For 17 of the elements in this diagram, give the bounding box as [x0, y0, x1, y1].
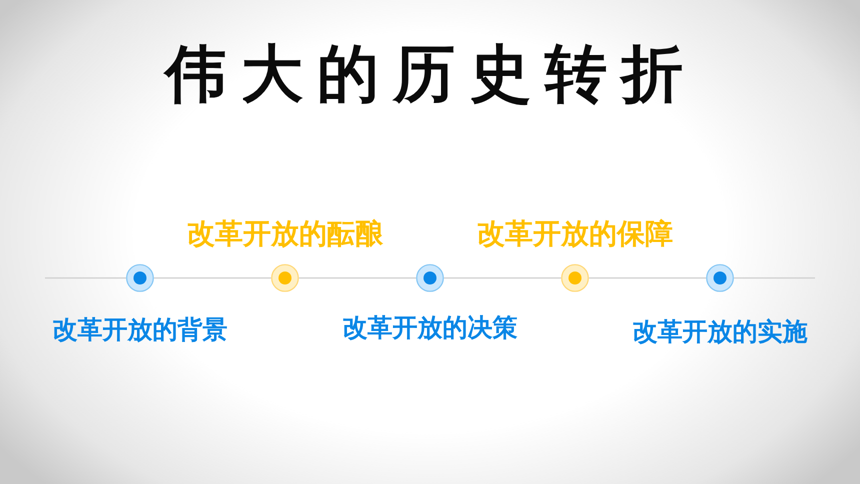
milestone-label: 改革开放的酝酿: [187, 217, 383, 251]
milestone-label: 改革开放的背景: [52, 315, 228, 345]
milestone-label: 改革开放的保障: [477, 217, 673, 251]
timeline-dot: [126, 264, 154, 292]
timeline-dot: [416, 264, 444, 292]
title: 伟大的历史转折: [165, 36, 683, 112]
timeline-line: [444, 277, 561, 279]
timeline-dot: [706, 264, 734, 292]
timeline-line: [589, 277, 706, 279]
timeline-line: [299, 277, 416, 279]
timeline-dot: [561, 264, 589, 292]
timeline-dot: [271, 264, 299, 292]
timeline-line: [734, 277, 815, 279]
milestone-label: 改革开放的实施: [632, 317, 808, 347]
milestone-label: 改革开放的决策: [342, 313, 518, 343]
timeline-line: [154, 277, 271, 279]
timeline-line: [45, 277, 126, 279]
